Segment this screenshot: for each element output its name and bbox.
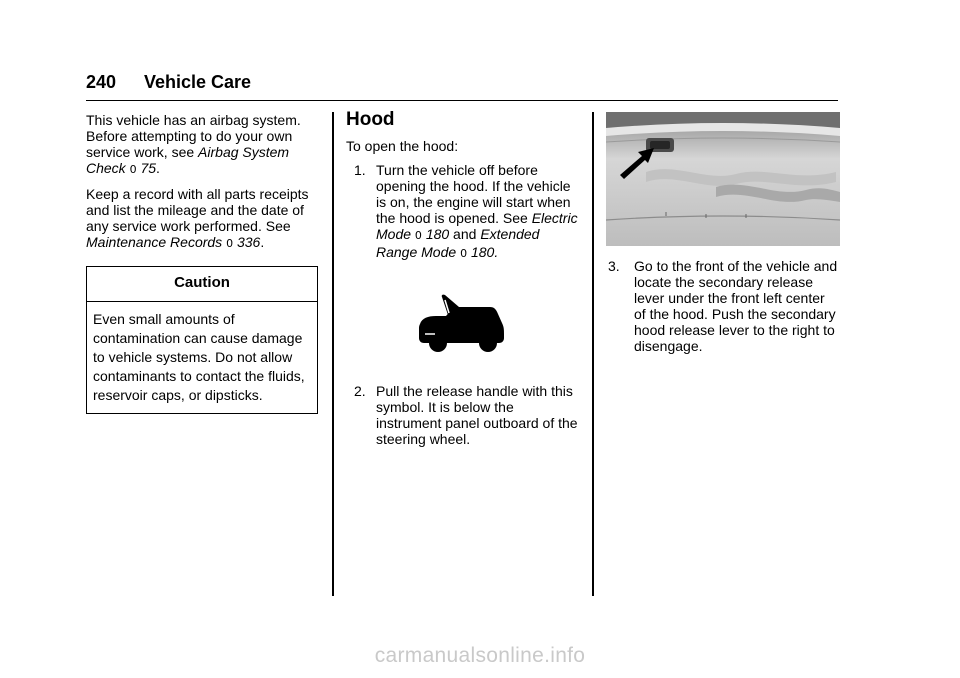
watermark: carmanualsonline.info [374, 644, 586, 667]
page-ref-icon: 0 [460, 247, 468, 260]
step-number: 1. [354, 162, 366, 178]
column-divider [592, 112, 594, 596]
hood-release-photo [606, 112, 840, 246]
airbag-system-check-link[interactable]: Airbag System Check [86, 144, 290, 176]
section-title: Vehicle Care [144, 72, 252, 92]
extended-range-mode-link[interactable]: Extended Range Mode [376, 226, 540, 260]
page-header: 240 Vehicle Care [86, 72, 838, 101]
column-1: This vehicle has an airbag system. Befor… [86, 112, 318, 414]
caution-title: Caution [87, 267, 317, 302]
records-paragraph: Keep a record with all parts receipts an… [86, 186, 309, 250]
page-number: 240 [86, 72, 117, 92]
page-ref-icon: 0 [226, 237, 234, 250]
step-2: 2. Pull the release handle with this sym… [354, 383, 578, 447]
hood-release-icon [419, 294, 504, 352]
caution-box: Caution Even small amounts of contaminat… [86, 266, 318, 414]
electric-mode-link[interactable]: Electric Mode [376, 210, 578, 242]
airbag-page-ref[interactable]: 75 [140, 160, 157, 176]
step-number: 2. [354, 383, 366, 399]
caution-body: Even small amounts of contamination can … [93, 311, 305, 403]
extended-range-page-ref[interactable]: 180 [470, 244, 495, 260]
maintenance-records-link[interactable]: Maintenance Records [86, 234, 223, 250]
column-3: 3. Go to the front of the vehicle and lo… [606, 112, 840, 354]
step-1: 1. Turn the vehicle off before opening t… [354, 162, 578, 260]
electric-mode-page-ref[interactable]: 180 [425, 226, 450, 242]
step-3: 3. Go to the front of the vehicle and lo… [608, 258, 838, 354]
airbag-paragraph: This vehicle has an airbag system. Befor… [86, 112, 301, 176]
step-number: 3. [608, 258, 620, 274]
column-2: Hood To open the hood: 1. Turn the vehic… [346, 109, 578, 447]
page-ref-icon: 0 [129, 163, 137, 176]
hood-heading: Hood [346, 109, 395, 130]
page-ref-icon: 0 [414, 229, 422, 242]
hood-intro: To open the hood: [346, 138, 459, 154]
maintenance-page-ref[interactable]: 336 [236, 234, 261, 250]
column-divider [332, 112, 334, 596]
